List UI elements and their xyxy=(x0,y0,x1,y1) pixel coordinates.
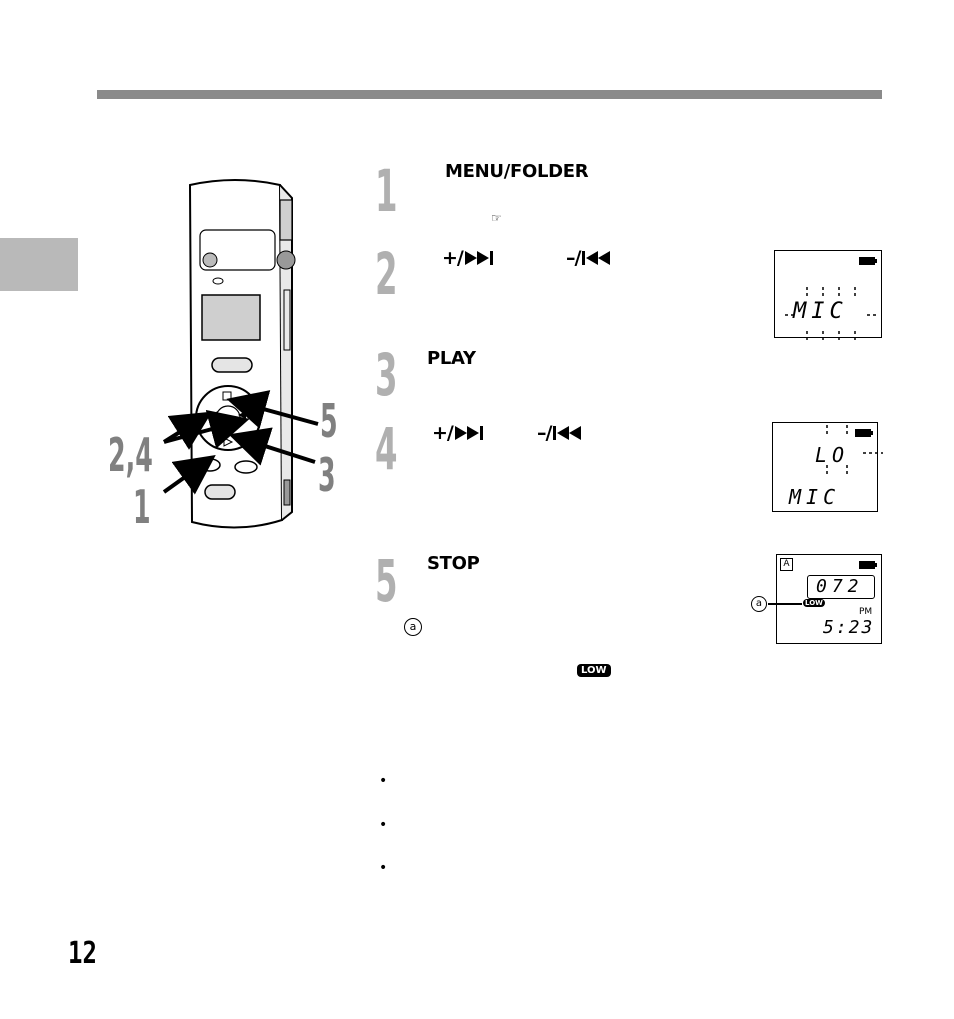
callout-2-4: 2,4 xyxy=(108,428,153,482)
rewind-icon xyxy=(582,251,611,265)
step-5-label: STOP xyxy=(427,553,480,574)
page-number: 12 xyxy=(68,936,97,971)
bullet: • xyxy=(379,817,388,833)
ampm-text: PM xyxy=(859,607,873,617)
pointing-hand-icon: ☞ xyxy=(491,211,502,225)
marker-a: a xyxy=(751,596,767,612)
step-4-plus-button: +/ xyxy=(432,422,487,444)
step-4-number: 4 xyxy=(375,415,398,483)
inline-mic-low-badge: LOW xyxy=(577,664,611,677)
mic-low-badge: LOW xyxy=(803,599,825,607)
step-1-number: 1 xyxy=(375,157,398,225)
chapter-tab xyxy=(0,238,78,291)
counter-frame: 072 xyxy=(807,575,875,599)
bullet: • xyxy=(379,773,388,789)
pointer-arrows xyxy=(162,390,319,495)
step-1-label: MENU/FOLDER xyxy=(445,161,589,182)
step-4-minus-label: –/ xyxy=(537,422,552,444)
step-2-minus-button: –/ xyxy=(566,247,624,269)
fast-forward-icon xyxy=(454,426,483,440)
step-4-plus-label: +/ xyxy=(432,422,454,444)
step-5-number: 5 xyxy=(375,547,398,615)
display-counter-text: 072 xyxy=(816,576,864,597)
step-4-minus-button: –/ xyxy=(537,422,595,444)
display-mic-text: MIC xyxy=(789,485,841,509)
marker-a: a xyxy=(404,618,422,636)
display-time-text: 5:23 xyxy=(823,617,875,638)
step-2-plus-button: +/ xyxy=(442,247,497,269)
step-3-number: 3 xyxy=(375,341,398,409)
battery-icon xyxy=(859,561,877,569)
folder-indicator: A xyxy=(780,558,793,571)
step-3-label: PLAY xyxy=(427,348,476,369)
bullet: • xyxy=(379,860,388,876)
display-mic-text: MIC xyxy=(793,299,848,324)
step-2-minus-label: –/ xyxy=(566,247,581,269)
top-rule xyxy=(97,90,882,99)
callout-5: 5 xyxy=(320,394,338,448)
fast-forward-icon xyxy=(464,251,493,265)
callout-3: 3 xyxy=(318,448,336,502)
step-2-plus-label: +/ xyxy=(442,247,464,269)
leader-line xyxy=(768,603,802,605)
rewind-icon xyxy=(553,426,582,440)
battery-icon xyxy=(855,429,873,437)
blink-marks xyxy=(785,287,879,343)
display-counter: A 072 LOW PM 5:23 xyxy=(776,554,882,644)
callout-1: 1 xyxy=(133,480,151,534)
display-lo-mic: LO MIC xyxy=(772,422,883,512)
battery-icon xyxy=(859,257,877,265)
blink-marks xyxy=(826,425,883,477)
step-2-number: 2 xyxy=(375,240,398,308)
display-mic: MIC xyxy=(774,250,882,343)
display-lo-text: LO xyxy=(815,443,850,467)
